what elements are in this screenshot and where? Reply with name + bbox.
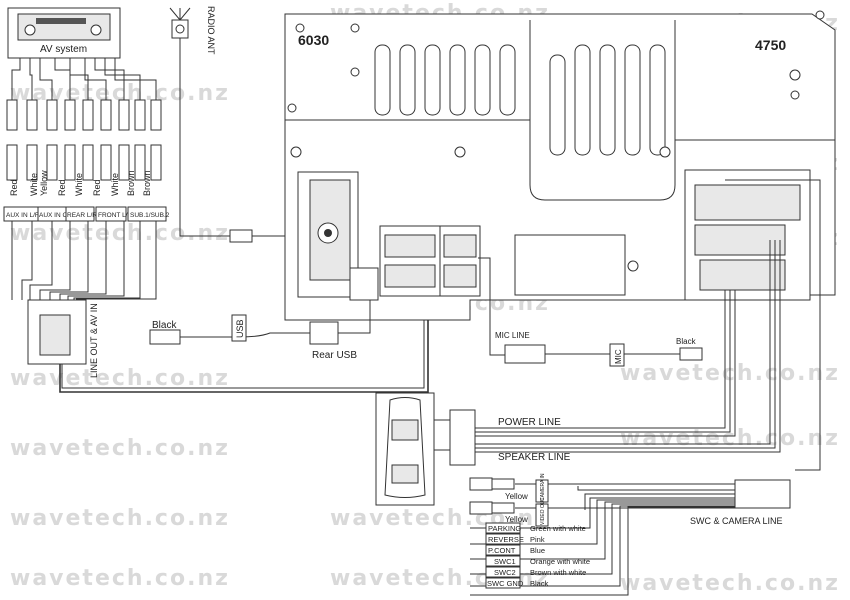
swc-wires-2-label-text: P.CONT [488,546,516,555]
rca-groups-1-text: AUX IN CVBS [39,212,81,219]
power-connector: POWER LINE SPEAKER LINE [434,240,781,466]
watermark-text: wavetech.co.nz [620,361,840,386]
swc-camera-line: SWC & CAMERA LINE Yellow Yellow CAMERA I… [469,179,821,596]
swc-wires-2-color-text: Blue [530,546,545,555]
swc-wires-1-label-text: REVERSE [488,535,524,544]
av-wires [11,58,157,100]
watermark-text: wavetech.co.nz [10,566,230,591]
rca-groups-4-text: SUB.1/SUB.2 [130,212,170,219]
rca-to-harness [11,221,157,300]
car-icon [375,392,435,506]
swc-wires-0-color-text: Green with white [530,524,586,533]
rca-color-labels: Red White Yellow Red White Red White Bro… [9,170,152,196]
swc-rca-0-color-text: Yellow [505,492,528,501]
swc-wires-5-label-text: SWC GND [487,579,524,588]
rca-colors-3-text: Red [57,179,67,196]
rca-colors-8-text: Brown [142,170,152,196]
rca-groups-3-text: FRONT L/R [98,212,132,219]
rca-groups-2-text: REAR L/R [67,212,97,219]
watermark-text: wavetech.co.nz [620,426,840,451]
av-system-label: AV system [40,44,87,55]
unit-number-left: 6030 [298,32,329,48]
watermark-text: wavetech.co.nz [10,436,230,461]
rca-colors-0-text: Red [9,179,19,196]
rca-colors-1-text: White [29,173,39,196]
rca-group-labels: AUX IN L/R AUX IN CVBS REAR L/R FRONT L/… [3,206,170,222]
connectors-right [684,169,811,301]
mic-line_label-text: MIC LINE [495,331,530,340]
swc-wires-0-label-text: PARKING [488,524,521,533]
line-out-connector: LINE OUT & AV IN [27,299,99,378]
mic-label-text: MIC [614,349,623,364]
watermark-text: wavetech.co.nz [10,506,230,531]
rca-plugs [6,99,162,181]
watermark-text: wavetech.co.nz [10,81,230,106]
swc-wires-3-color-text: Orange with white [530,557,590,566]
usb-color-text: Black [152,320,177,331]
swc-wires-4-color-text: Brown with white [530,568,586,577]
watermark-text: wavetech.co.nz [10,366,230,391]
swc-wires-5-color-text: Black [530,579,549,588]
rca-colors-7-text: Brown [126,170,136,196]
rca-colors-6-text: White [110,173,120,196]
watermark-text: wavetech.co.nz [620,571,840,596]
watermark-text: wavetech.co.nz [10,221,230,246]
antenna-socket [297,171,359,298]
line-out-cable [59,255,429,393]
swc-rca-1-label-text: VIDEO OUT [540,497,546,525]
rca-colors-2-text: Yellow [39,170,49,196]
rear-usb-label: Rear USB [312,350,357,361]
mic-color-text: Black [676,337,697,346]
rca-harness_label-text: LINE OUT & AV IN [89,303,99,378]
usb-cable: Black USB Rear USB [149,300,371,361]
swc-wires-4-label-text: SWC2 [494,568,516,577]
swc-wires-1-color-text: Pink [530,535,545,544]
mic-line: MIC LINE MIC Black [478,257,703,367]
swc-rca-1-color-text: Yellow [505,515,528,524]
unit-number-right: 4750 [755,37,786,53]
rca-groups-0-text: AUX IN L/R [6,212,40,219]
swc-rca-0-label-text: CAMERA IN [540,473,546,501]
radio-label-text: RADIO ANT [206,6,216,55]
rca-colors-5-text: Red [92,179,102,196]
radio-antenna: RADIO ANT [169,6,315,243]
swc-title-text: SWC & CAMERA LINE [690,516,783,526]
av-system: AV system [7,7,121,59]
rca-colors-4-text: White [74,173,84,196]
connectors-center [349,225,481,301]
power-speaker_label-text: SPEAKER LINE [498,452,571,463]
usb-label-text: USB [235,319,245,338]
swc-wires-3-label-text: SWC1 [494,557,516,566]
power-power_label-text: POWER LINE [498,417,561,428]
